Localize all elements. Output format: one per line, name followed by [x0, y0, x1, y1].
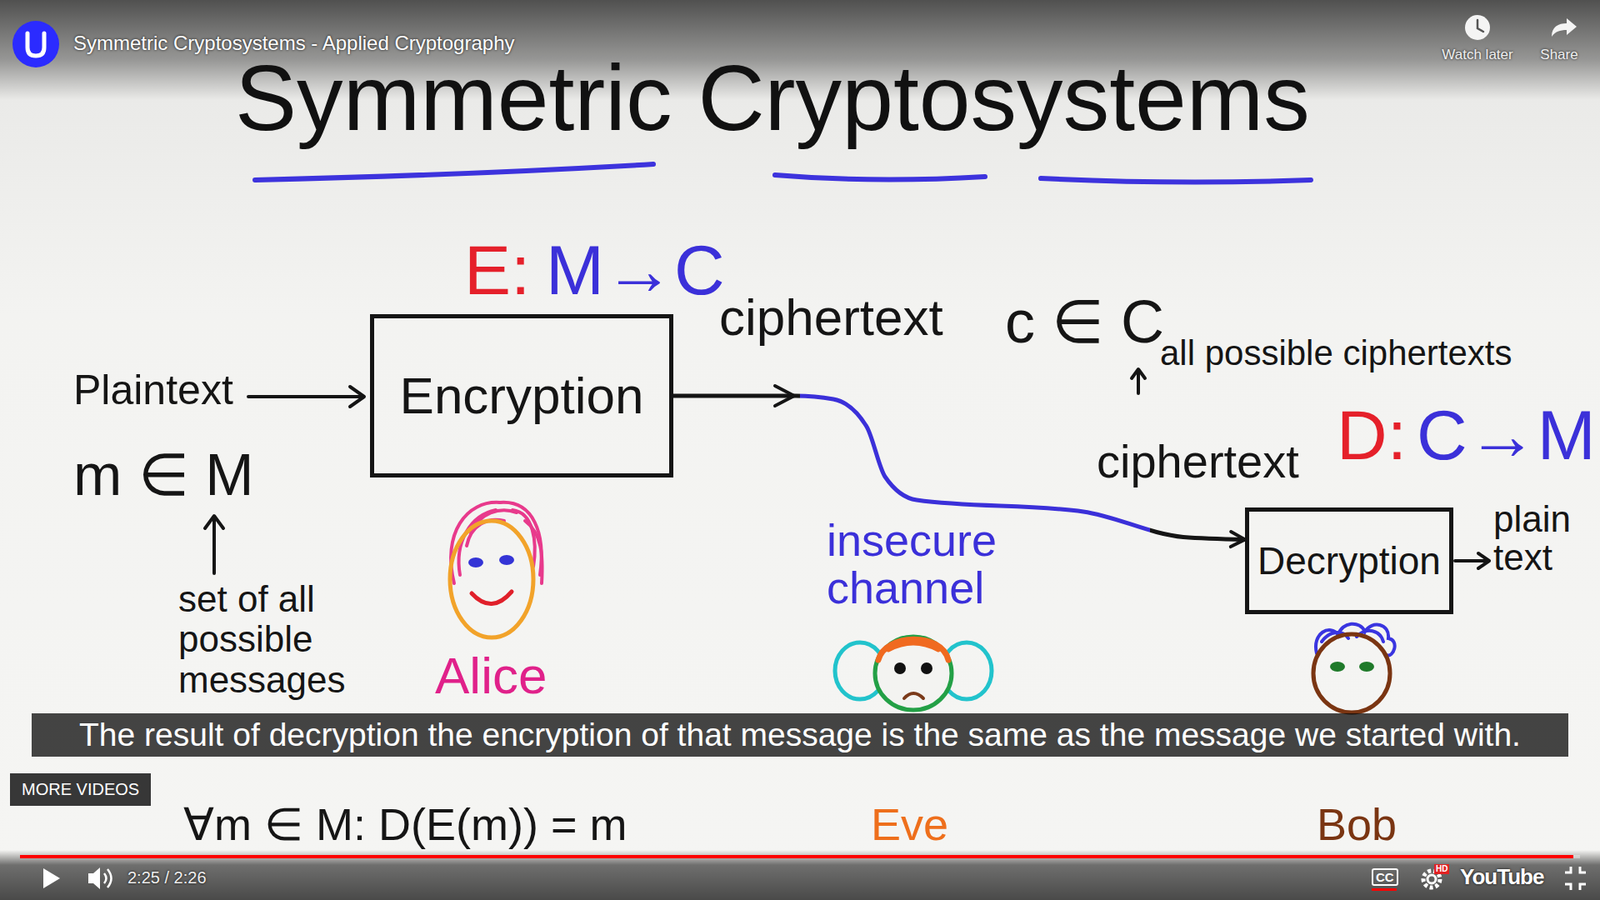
flow-label: ciphertext — [1096, 433, 1300, 490]
youtube-logo: YouTube — [1460, 865, 1544, 890]
underline — [1040, 178, 1311, 183]
function-signature: C→M — [1416, 398, 1596, 472]
eye — [1359, 661, 1375, 672]
ciphertext-set-arrow — [1131, 369, 1145, 394]
captions-active-bar — [1371, 888, 1397, 891]
share-icon — [1551, 18, 1577, 37]
logo-mark — [27, 33, 45, 56]
smile — [471, 591, 512, 605]
more-videos-button: MORE VIDEOS — [10, 773, 151, 806]
player-button-label: Share — [1535, 46, 1583, 64]
box-label: Encryption — [400, 367, 645, 425]
correctness-formula: ∀m ∈ M: D(E(m)) = m — [183, 800, 627, 850]
underline — [775, 175, 985, 180]
progress-track — [20, 855, 1580, 859]
process-box: Decryption — [1245, 507, 1454, 615]
eye — [468, 557, 484, 568]
video-title: Symmetric Cryptosystems - Applied Crypto… — [73, 31, 515, 55]
character-name: Alice — [435, 645, 547, 705]
decryption-output-arrow — [1455, 553, 1490, 569]
process-box: Encryption — [370, 314, 674, 478]
board-title: Symmetric Cryptosystems — [235, 51, 1310, 145]
function-signature: M→C — [545, 233, 725, 307]
clock-hands — [1477, 20, 1484, 32]
exit-fullscreen-icon — [1565, 866, 1586, 890]
title-underlines — [255, 164, 1311, 183]
eve-face — [875, 636, 952, 710]
hd-badge: HD — [1434, 864, 1450, 875]
subtitle: The result of decryption the encryption … — [31, 713, 1569, 757]
alice-figure — [450, 502, 543, 638]
function-name: E: — [464, 233, 530, 307]
channel-logo — [12, 20, 60, 68]
character-name: Eve — [870, 800, 949, 850]
play-icon — [43, 868, 60, 889]
alice-face — [450, 520, 534, 638]
volume-waves — [104, 869, 112, 888]
player-bottom-shade — [0, 850, 1600, 900]
set-membership: c ∈ C — [1005, 287, 1165, 357]
annotation: all possible ciphertexts — [1160, 333, 1513, 374]
flow-label: plain text — [1493, 500, 1587, 577]
eye — [1330, 661, 1345, 672]
hair-strand — [466, 520, 505, 546]
watch-later-icon — [1465, 15, 1490, 40]
player-button-label: Watch later — [1440, 46, 1515, 64]
progress-bar — [20, 855, 1574, 859]
settings-gear-hub — [1427, 875, 1436, 884]
eye — [920, 662, 933, 675]
function-name: D: — [1336, 398, 1407, 472]
frown — [904, 693, 924, 699]
flow-label: Plaintext — [73, 366, 234, 415]
alice-hair — [450, 502, 543, 584]
volume-icon — [88, 867, 100, 890]
underline — [255, 164, 654, 180]
bob-figure — [1313, 624, 1395, 713]
eve-figure — [835, 636, 992, 710]
message-set-arrow — [205, 515, 224, 574]
bob-face — [1313, 634, 1390, 713]
plaintext-arrow — [248, 386, 365, 407]
set-membership: m ∈ M — [73, 441, 255, 510]
eve-hair — [888, 643, 939, 650]
eye — [499, 555, 515, 565]
player-icons — [12, 15, 1586, 891]
eve-hair — [878, 639, 949, 660]
time-display: 2:25 / 2:26 — [127, 868, 207, 888]
character-name: Bob — [1316, 800, 1397, 850]
eye — [894, 662, 906, 675]
flow-label: ciphertext — [719, 287, 944, 347]
captions-button: CC — [1371, 868, 1399, 886]
channel-label: insecure channel — [826, 516, 1045, 611]
annotation: set of all possible messages — [178, 579, 379, 700]
box-label: Decryption — [1257, 540, 1441, 583]
